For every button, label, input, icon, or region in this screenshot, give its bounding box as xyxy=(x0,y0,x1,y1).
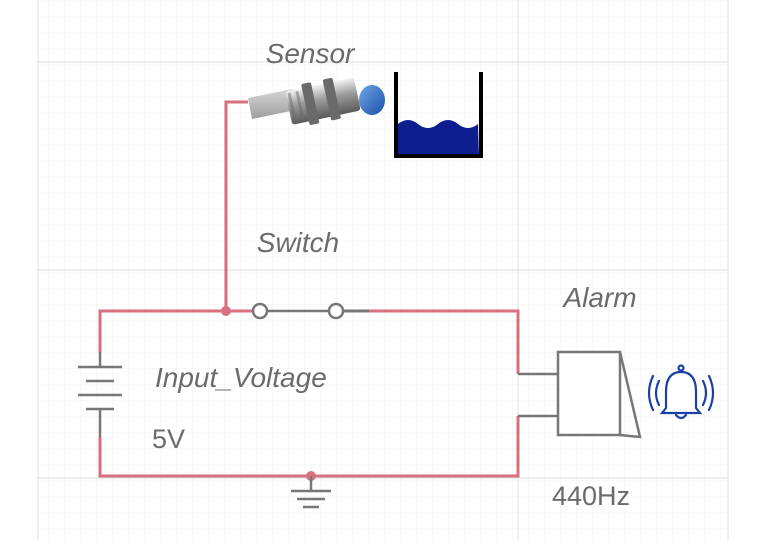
water-tank-icon xyxy=(394,72,483,158)
junction-dot-top xyxy=(221,306,231,316)
sensor[interactable]: Sensor xyxy=(248,38,385,128)
alarm-buzzer[interactable] xyxy=(518,350,642,439)
battery-icon[interactable] xyxy=(78,352,122,437)
frequency-label: 440Hz xyxy=(552,481,630,511)
ringing-bell-icon xyxy=(647,364,715,420)
switch-contact-right xyxy=(327,302,345,320)
switch[interactable] xyxy=(251,302,369,320)
switch-contact-left xyxy=(251,302,269,320)
alarm-label: Alarm xyxy=(561,282,636,313)
switch-label: Switch xyxy=(257,227,339,258)
grid-background xyxy=(37,0,729,540)
input-voltage-label: Input_Voltage xyxy=(155,362,327,393)
ground-icon xyxy=(291,476,331,509)
proximity-sensor-icon xyxy=(248,77,385,125)
sensor-label: Sensor xyxy=(266,38,356,69)
voltage-value: 5V xyxy=(152,424,185,454)
